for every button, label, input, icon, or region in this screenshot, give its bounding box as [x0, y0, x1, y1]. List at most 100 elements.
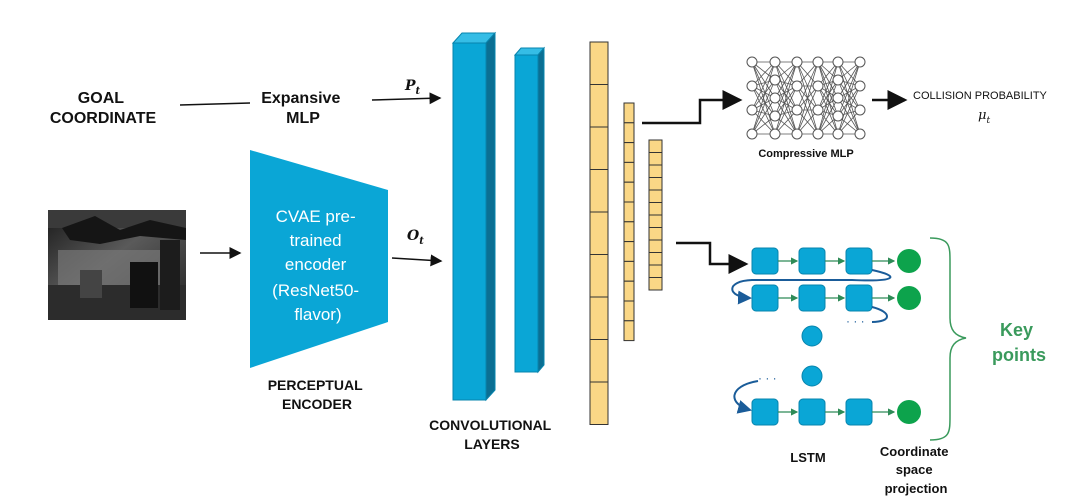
feature-cell [648, 214, 663, 228]
o-t-symbol: Ot [407, 228, 424, 247]
nn-node [832, 128, 844, 140]
nn-edge [774, 61, 798, 135]
lstm-chains: · · · · · · [731, 247, 921, 426]
nn-edge [774, 79, 798, 135]
encoder-arrow [391, 254, 443, 267]
feature-cell [623, 102, 635, 124]
cvae-encoder-block [250, 150, 388, 368]
recurrent-loop-2 [871, 306, 888, 323]
nn-edge [774, 79, 798, 111]
nn-node [791, 80, 803, 92]
nn-node [854, 80, 866, 92]
nn-edge [817, 61, 839, 117]
feature-cell [589, 126, 609, 170]
conv-block-2 [513, 46, 546, 374]
nn-node [812, 80, 824, 92]
nn-edge [837, 61, 861, 135]
nn-edge [796, 61, 819, 135]
nn-node [832, 110, 844, 122]
nn-edge [751, 85, 776, 117]
nn-edge [817, 85, 839, 117]
feature-cell [648, 202, 663, 216]
nn-edge [751, 61, 776, 111]
nn-node [746, 104, 758, 116]
depth-image-icon [48, 210, 186, 320]
feature-cell [589, 169, 609, 213]
nn-edge [751, 85, 776, 135]
nn-edge [837, 61, 861, 117]
nn-node [812, 104, 824, 116]
lstm-row-2 [751, 284, 921, 312]
feature-vector-large [589, 41, 609, 425]
goal-coordinate-label: GOAL COORDINATE [50, 90, 157, 127]
feature-cell [589, 254, 609, 298]
nn-edge [774, 85, 798, 117]
lstm-branch-arrow [676, 241, 749, 274]
compressive-mlp-label: Compressive MLP [758, 148, 853, 160]
feature-cell [648, 164, 663, 178]
nn-edge [817, 79, 839, 111]
feature-vector-medium [623, 102, 635, 342]
recurrent-loop-3 [733, 380, 759, 414]
feature-cell [623, 260, 635, 282]
feature-vector-small [648, 139, 663, 291]
feature-cell [648, 189, 663, 203]
nn-node [746, 80, 758, 92]
feature-cell [589, 296, 609, 340]
nn-node [854, 128, 866, 140]
loop-dots-1: · · · [846, 314, 865, 328]
feature-cell [623, 142, 635, 163]
nn-edge [751, 61, 776, 87]
p-t-symbol: Pt [404, 78, 421, 97]
mlp-branch-arrow [642, 90, 743, 125]
lstm-label: LSTM [790, 450, 825, 465]
convolutional-layers-label: CONVOLUTIONAL LAYERS [429, 417, 555, 452]
nn-node [769, 56, 781, 68]
nn-edge [837, 97, 861, 135]
nn-edge [751, 61, 776, 117]
nn-edge [837, 61, 861, 111]
neural-network-icon [746, 56, 866, 140]
nn-edge [817, 61, 839, 135]
nn-edge [837, 85, 861, 135]
conv-block-1 [451, 31, 497, 402]
nn-edge [774, 61, 798, 117]
feature-cell [648, 252, 663, 266]
nn-node [812, 128, 824, 140]
nn-edge [751, 97, 776, 135]
collision-probability-label: COLLISION PROBABILITY [913, 90, 1048, 102]
nn-node [832, 56, 844, 68]
expansive-mlp-label: Expansive MLP [261, 90, 345, 127]
feature-cell [623, 320, 635, 342]
feature-cell [623, 280, 635, 302]
expansive-arrow [371, 92, 442, 105]
nn-edge [796, 61, 819, 111]
feature-cell [623, 300, 635, 322]
nn-edge [774, 85, 798, 135]
keypoints-label: Key points [992, 320, 1046, 365]
lstm-row-3 [751, 398, 921, 426]
feature-cell [589, 211, 609, 255]
nn-edge [774, 61, 798, 99]
nn-edge [817, 79, 839, 135]
nn-node [769, 74, 781, 86]
keypoints-brace [929, 237, 967, 441]
nn-edge [796, 85, 819, 135]
nn-node [769, 110, 781, 122]
feature-cell [648, 227, 663, 241]
nn-node [769, 128, 781, 140]
feature-cell [648, 264, 663, 278]
nn-node [854, 56, 866, 68]
feature-cell [589, 84, 609, 128]
cvae-encoder-text: CVAE pre- trained encoder (ResNet50- fla… [272, 207, 364, 324]
nn-node [832, 92, 844, 104]
feature-cell [623, 161, 635, 183]
feature-cell [623, 221, 635, 243]
nn-edge [837, 85, 861, 117]
nn-edge [837, 79, 861, 111]
nn-node [746, 128, 758, 140]
loop-dots-2: · · · [758, 371, 777, 385]
nn-edge [774, 61, 798, 111]
nn-node [769, 92, 781, 104]
